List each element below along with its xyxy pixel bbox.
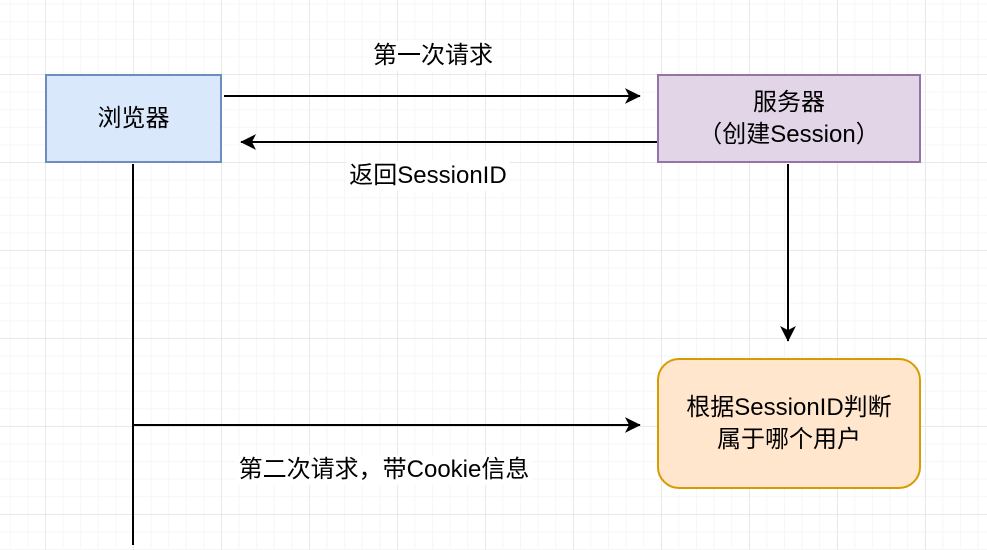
node-server-label-line1: 服务器 bbox=[753, 88, 825, 116]
node-server: 服务器 （创建Session） bbox=[657, 74, 921, 163]
edge-label-return-sessionid: 返回SessionID bbox=[346, 161, 510, 191]
edge-label-second-request: 第二次请求，带Cookie信息 bbox=[235, 455, 533, 485]
node-browser: 浏览器 bbox=[45, 74, 222, 163]
node-session-check-label-line2: 属于哪个用户 bbox=[717, 425, 861, 453]
node-session-check: 根据SessionID判断 属于哪个用户 bbox=[657, 358, 921, 489]
node-browser-label: 浏览器 bbox=[97, 104, 170, 132]
edge-label-first-request: 第一次请求 bbox=[370, 41, 496, 71]
node-server-label-line2: （创建Session） bbox=[698, 120, 880, 148]
node-session-check-label-line1: 根据SessionID判断 bbox=[686, 393, 892, 421]
